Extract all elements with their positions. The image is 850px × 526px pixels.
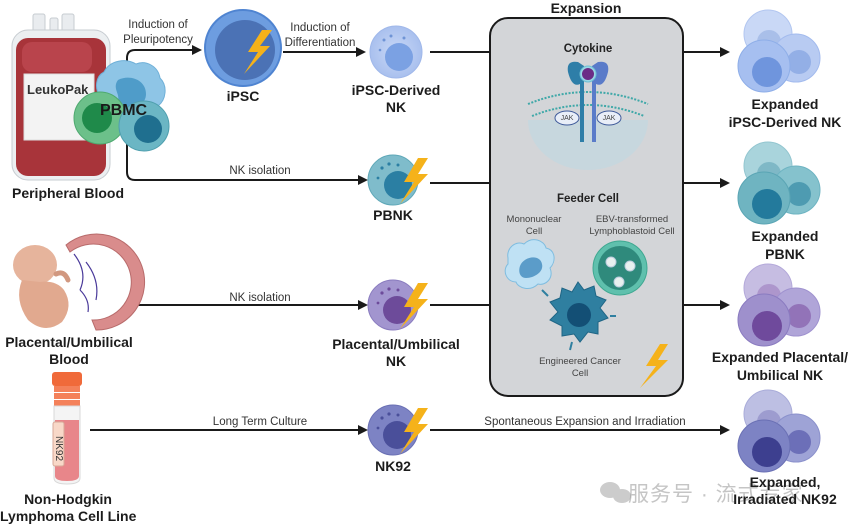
fetus-placenta-icon (13, 233, 146, 331)
peripheral-blood-label: Peripheral Blood (11, 185, 125, 201)
mononuclear-label-line2: Cell (525, 226, 543, 237)
ebv-label-line1: EBV-transformed (595, 214, 669, 225)
ebv-label-line2: Lymphoblastoid Cell (589, 226, 675, 237)
pleuripotency-label-line2: Pleuripotency (123, 34, 193, 46)
blood-bag-icon (11, 13, 111, 181)
placental-blood-label-line2: Blood (49, 351, 89, 367)
placental-nk-label-line2: NK (385, 353, 407, 369)
long-term-culture-label: Long Term Culture (212, 416, 308, 428)
expanded-placental-nk-label-line1: Expanded Placental/ (711, 349, 849, 365)
lightning-icon (400, 158, 428, 204)
leukopak-label: LeukoPak (27, 82, 89, 97)
lightning-icon (640, 344, 668, 388)
wechat-watermark-icon (600, 482, 631, 503)
cytokine-title: Cytokine (563, 43, 613, 55)
nk-isolation-pb-label: NK isolation (229, 165, 291, 177)
expanded-ipsc-nk-cluster-icon (737, 9, 821, 93)
expanded-ipsc-nk-label-line1: Expanded (751, 96, 819, 112)
expanded-pbnk-label-line1: Expanded (751, 228, 819, 244)
expanded-nk92-label-line1: Expanded, (749, 474, 821, 490)
placental-nk-label-line1: Placental/Umbilical (332, 336, 460, 352)
pbnk-cell-icon (367, 154, 419, 206)
ipsc-nk-cell-icon (369, 25, 423, 79)
spontaneous-expansion-label: Spontaneous Expansion and Irradiation (484, 416, 686, 428)
expansion-box (489, 17, 684, 397)
differentiation-label-line1: Induction of (290, 22, 350, 34)
cancer-cell-label-line1: Engineered Cancer (539, 356, 621, 367)
watermark-text: 服务号 · 流式专家 (628, 483, 804, 506)
ebv-lymphoblastoid-cell-icon (592, 240, 648, 296)
nk92-tube-icon (52, 372, 82, 485)
mononuclear-cell-icon (504, 239, 555, 289)
cell-line-label-line2: Lymphoma Cell Line (0, 508, 137, 524)
cancer-cell-label-line2: Cell (571, 368, 589, 379)
lightning-icon (244, 30, 272, 74)
pleuripotency-label-line1: Induction of (128, 19, 188, 31)
engineered-cancer-cell-icon (541, 281, 616, 351)
placental-blood-label-line1: Placental/Umbilical (5, 334, 133, 350)
ipsc-nk-label-line1: iPSC-Derived (351, 82, 441, 98)
expansion-title: Expansion (550, 0, 622, 16)
pbmc-cells-icon (73, 60, 170, 152)
pbmc-label: PBMC (100, 102, 148, 119)
nk92-tube-label: NK92 (53, 436, 64, 462)
expanded-pbnk-label-line2: PBNK (765, 246, 805, 262)
nk92-label: NK92 (375, 458, 411, 474)
nk92-cell-icon (367, 404, 419, 456)
expanded-ipsc-nk-label-line2: iPSC-Derived NK (728, 114, 842, 130)
expanded-placental-nk-label-line2: Umbilical NK (736, 367, 824, 383)
ipsc-cell-icon (204, 9, 282, 87)
nk-isolation-placental-label: NK isolation (229, 292, 291, 304)
arrow-nk-isolation-pb (126, 135, 368, 185)
jak-left-label: JAK (560, 115, 574, 122)
ipsc-nk-label-line2: NK (385, 99, 407, 115)
differentiation-label-line2: Differentiation (284, 37, 356, 49)
expanded-pbnk-cluster-icon (737, 141, 821, 225)
cell-line-label-line1: Non-Hodgkin (24, 491, 112, 507)
mononuclear-label-line1: Mononuclear (506, 214, 562, 225)
expanded-nk92-cluster-icon (737, 389, 821, 473)
lightning-icon (400, 283, 428, 329)
feeder-cell-title: Feeder Cell (557, 193, 619, 205)
cytokine-receptor-icon (527, 61, 649, 170)
placental-nk-cell-icon (367, 279, 419, 331)
expanded-placental-nk-cluster-icon (737, 263, 821, 347)
pbnk-label: PBNK (373, 207, 413, 223)
ipsc-label: iPSC (226, 88, 260, 104)
arrow-pleuripotency (126, 45, 202, 120)
lightning-icon (400, 408, 428, 454)
expanded-nk92-label-line2: Irradiated NK92 (733, 491, 837, 507)
jak-right-label: JAK (602, 115, 616, 122)
